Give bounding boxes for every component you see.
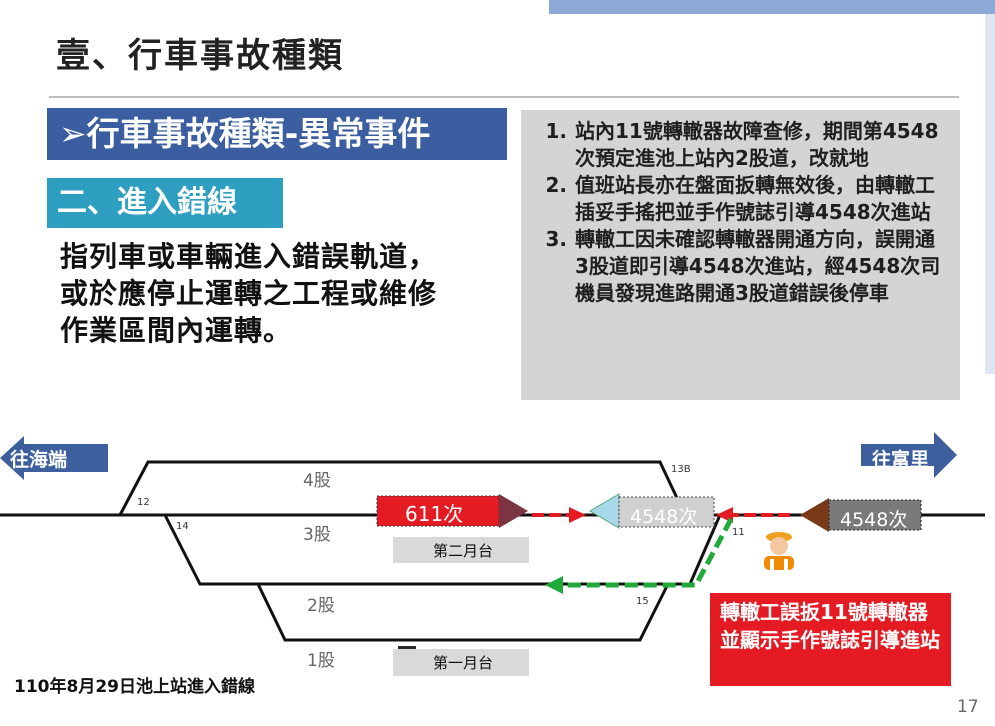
section-header: ➢行車事故種類-異常事件 <box>47 108 507 160</box>
intended-route-arrow <box>545 517 734 594</box>
note-item: 3.轉轍工因未確認轉轍器開通方向，誤開通3股道即引導4548次進站，經4548次… <box>545 227 941 305</box>
switch-13b-label: 13B <box>671 464 691 475</box>
switch-14-label: 14 <box>176 521 189 532</box>
track-3-label: 3股 <box>303 525 331 545</box>
platform-2: 第二月台 <box>393 537 529 563</box>
platform-1: 第一月台 <box>393 649 529 676</box>
switch-12-label: 12 <box>137 497 150 508</box>
figure-caption: 110年8月29日池上站進入錯線 <box>14 677 255 697</box>
track-4-loop <box>118 460 687 516</box>
dir-left-label: 往海端 <box>10 449 68 471</box>
top-accent-bar <box>549 0 995 14</box>
switchman-icon <box>764 532 794 570</box>
train-611-label: 611次 <box>405 502 464 526</box>
page-number: 17 <box>957 697 979 717</box>
platform-1-label: 第一月台 <box>433 654 494 672</box>
track-2-label: 2股 <box>307 596 335 616</box>
note-item: 1.站內11號轉轍器故障查修，期間第4548次預定進池上站內2股道，改就地 <box>545 119 939 170</box>
note-item: 2.值班站長亦在盤面扳轉無效後，由轉轍工插妥手搖把並手作號誌引導4548次進站 <box>545 173 935 224</box>
train-4548-ghost-label: 4548次 <box>630 506 698 528</box>
dir-left-arrow <box>0 436 108 480</box>
train-4548-label: 4548次 <box>840 509 908 531</box>
dir-right-label: 往富里 <box>872 449 930 471</box>
track-4-label: 4股 <box>303 471 331 491</box>
incident-notes-list: 1.站內11號轉轍器故障查修，期間第4548次預定進池上站內2股道，改就地 2.… <box>521 110 960 307</box>
right-accent-strip <box>985 14 995 374</box>
sub-header: 二、進入錯線 <box>47 178 283 228</box>
track-1-label: 1股 <box>307 651 335 671</box>
definition-text: 指列車或車輛進入錯誤軌道，或於應停止運轉之工程或維修作業區間內運轉。 <box>60 240 438 347</box>
train-4548-ghost <box>589 493 715 529</box>
train-611 <box>376 494 528 528</box>
slide-title: 壹、行車事故種類 <box>56 36 344 76</box>
track-2-loop <box>163 514 722 586</box>
train-4548 <box>800 498 922 532</box>
switch-11-label: 11 <box>732 527 745 538</box>
dir-right-arrow <box>861 432 957 478</box>
track-1-loop <box>256 583 670 642</box>
switch-15-label: 15 <box>636 596 649 607</box>
warning-callout: 轉轍工誤扳11號轉轍器並顯示手作號誌引導進站 <box>710 593 951 686</box>
title-divider <box>49 96 959 98</box>
platform-2-label: 第二月台 <box>433 542 494 560</box>
incident-notes-box: 1.站內11號轉轍器故障查修，期間第4548次預定進池上站內2股道，改就地 2.… <box>521 110 960 400</box>
